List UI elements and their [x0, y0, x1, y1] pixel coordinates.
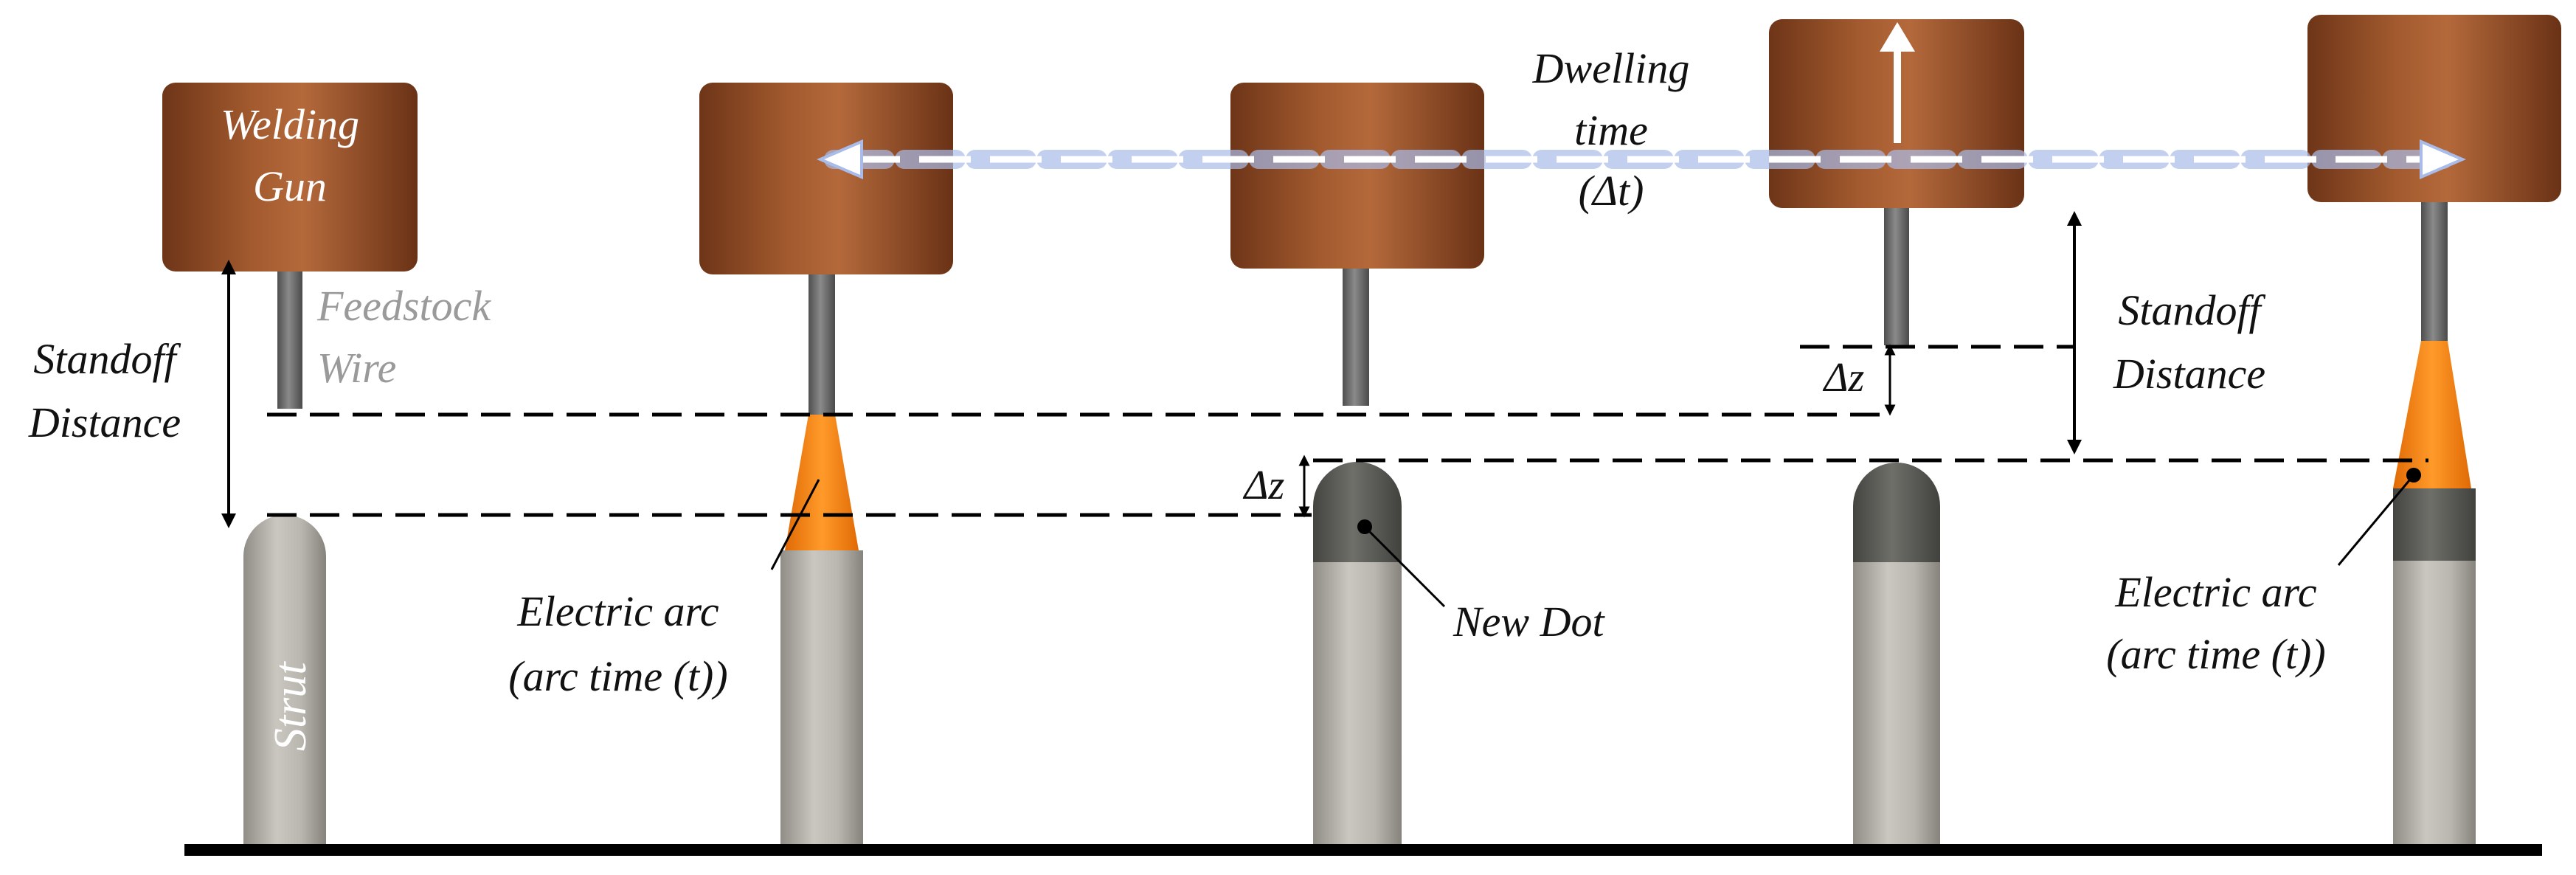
dwelling-time-label-line3: (Δt)	[1579, 167, 1644, 215]
travel-arrow-head-right	[2420, 139, 2467, 180]
new-dot-leader	[1363, 525, 1446, 608]
welding-gun-body	[1230, 83, 1484, 269]
electric-arc-label-line2: (arc time (t))	[508, 652, 727, 700]
deposited-dot	[1853, 463, 1940, 562]
base-plate	[184, 844, 2542, 856]
lift-arrow-head	[1880, 22, 1915, 52]
strut	[2393, 558, 2476, 844]
stage-4: Δz	[1769, 19, 2024, 844]
feedstock-wire-label: Feedstock	[316, 282, 491, 330]
stage-1: Welding Gun Feedstock Wire Standoff Dist…	[28, 83, 491, 844]
strut	[243, 515, 326, 844]
feedstock-wire	[277, 272, 302, 409]
deposited-dot	[2393, 488, 2476, 561]
delta-z-label: Δz	[1823, 355, 1865, 401]
new-dot-label: New Dot	[1453, 598, 1606, 646]
standoff-distance-label-line2: Distance	[2113, 350, 2265, 398]
electric-arc-label: Electric arc	[516, 587, 719, 635]
welding-gun-label-line2: Gun	[253, 162, 327, 210]
electric-arc-leader	[2337, 474, 2415, 566]
standoff-distance-label-line2: Distance	[28, 398, 181, 446]
strut	[1853, 561, 1940, 844]
feedstock-wire	[809, 274, 835, 415]
electric-arc-label: Electric arc	[2114, 568, 2316, 616]
strut	[1313, 561, 1402, 844]
electric-arc-leader	[770, 479, 820, 570]
feedstock-wire	[2421, 202, 2448, 341]
strut	[780, 550, 863, 844]
travel-arrow-head-left	[816, 139, 863, 180]
welding-gun-label: Welding	[221, 100, 359, 148]
strut-label: Strut	[266, 661, 316, 751]
travel-arrow	[816, 139, 2467, 180]
new-dot	[1313, 462, 1402, 562]
feedstock-wire	[1343, 269, 1369, 406]
welding-gun-body	[2307, 15, 2561, 202]
stage-5: Electric arc (arc time (t)) Standoff Dis…	[2067, 15, 2561, 844]
delta-z-label: Δz	[1243, 463, 1285, 508]
dwelling-time-label: Dwelling	[1532, 44, 1690, 92]
welding-gun-body	[699, 83, 953, 274]
electric-arc-label-line2: (arc time (t))	[2106, 630, 2325, 678]
reference-lines	[267, 345, 2428, 517]
welding-gun-body	[162, 83, 418, 272]
feedstock-wire-label-line2: Wire	[317, 344, 396, 392]
stage-2: Electric arc (arc time (t))	[508, 83, 953, 844]
stage-3: Δz New Dot	[1230, 83, 1606, 844]
standoff-distance-label: Standoff	[33, 335, 181, 383]
standoff-distance-label: Standoff	[2118, 286, 2265, 334]
feedstock-wire	[1884, 208, 1909, 345]
electric-arc	[785, 415, 859, 550]
electric-arc	[2393, 341, 2471, 488]
dwelling-time-label-line2: time	[1574, 106, 1648, 154]
